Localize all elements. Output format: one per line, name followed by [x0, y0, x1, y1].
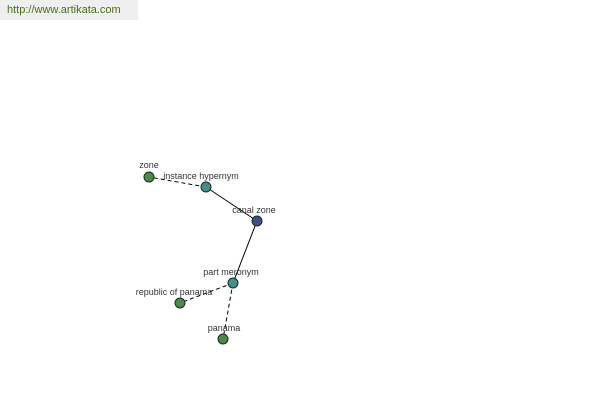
edge-part-meronym-republic-of-panama	[179, 282, 234, 304]
node-panama[interactable]	[217, 333, 229, 345]
edge-instance-hypernym-zone	[148, 176, 207, 188]
node-republic-of-panama[interactable]	[174, 297, 186, 309]
label-zone: zone	[139, 160, 159, 170]
label-republic-of-panama: republic of panama	[136, 287, 213, 297]
edges-layer	[148, 176, 258, 340]
label-canal-zone: canal zone	[232, 205, 276, 215]
edge-part-meronym-panama	[222, 282, 234, 340]
node-canal-zone[interactable]	[251, 215, 263, 227]
edge-canal-zone-instance-hypernym	[205, 186, 258, 222]
node-part-meronym[interactable]	[227, 277, 239, 289]
label-part-meronym: part meronym	[203, 267, 259, 277]
edge-canal-zone-part-meronym	[232, 220, 258, 284]
source-link[interactable]: http://www.artikata.com	[7, 4, 121, 16]
label-instance-hypernym: instance hypernym	[163, 171, 239, 181]
labels-layer: zone instance hypernym canal zone part mero…	[136, 160, 276, 333]
label-panama: panama	[208, 323, 241, 333]
nodes-layer	[143, 171, 263, 345]
source-bar: http://www.artikata.com	[0, 0, 138, 20]
node-instance-hypernym[interactable]	[200, 181, 212, 193]
node-zone[interactable]	[143, 171, 155, 183]
